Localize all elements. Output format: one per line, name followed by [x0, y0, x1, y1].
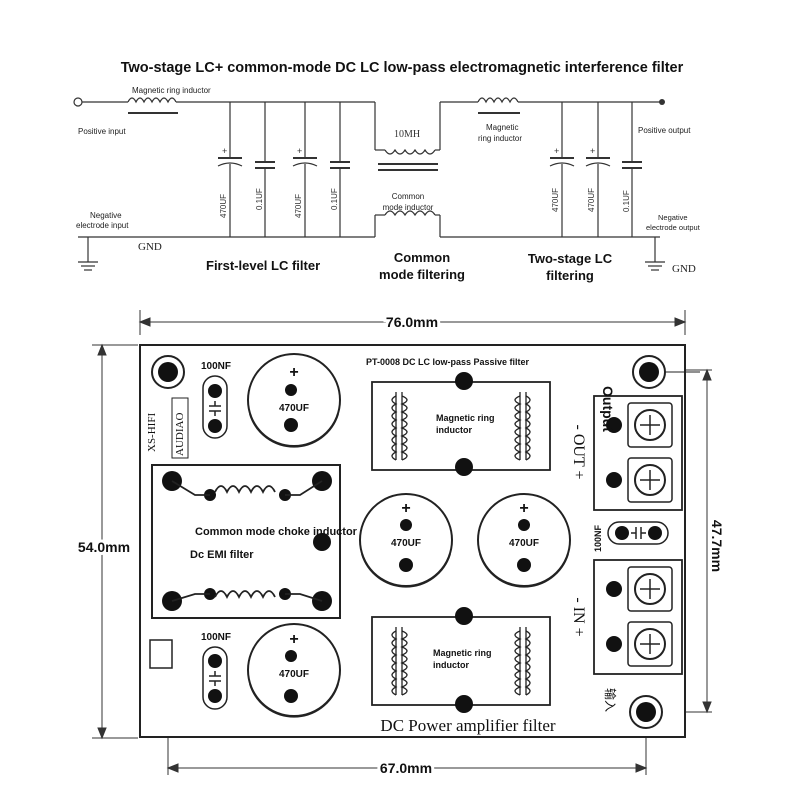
cap-100nf-label-right: 100NF [593, 524, 603, 552]
input-terminal-screws [606, 566, 673, 667]
model-label: PT-0008 DC LC low-pass Passive filter [366, 357, 530, 367]
first-level-filter-label: First-level LC filter [206, 258, 320, 273]
electrolytic-cap-top-left [247, 353, 341, 448]
schematic [78, 97, 665, 271]
common-mode-label-2: mode filtering [379, 267, 465, 282]
positive-input-terminal [73, 97, 83, 107]
electrolytic-cap-center-right [477, 493, 571, 588]
in-label: - IN + [570, 597, 587, 636]
plus-sign-cap-tl: + [289, 364, 298, 381]
gnd-label-left: GND [138, 241, 162, 253]
svg-text:470UF: 470UF [219, 194, 228, 218]
svg-text:+: + [554, 146, 559, 156]
svg-text:0.1UF: 0.1UF [255, 188, 264, 210]
square-pad [149, 639, 173, 669]
brand-label-2: AUDIAO [174, 413, 186, 456]
electrolytic-cap-center-left [359, 493, 453, 588]
bottom-dimension: 67.0mm [380, 760, 432, 776]
cap-100nf-label-top: 100NF [201, 361, 231, 372]
cap-470uf-label-cl: 470UF [391, 538, 421, 549]
brand-label-1: XS-HIFI [146, 413, 158, 452]
ring-inductor-bottom [371, 607, 551, 713]
ring-inductor-label-right-1: Magnetic [486, 123, 518, 132]
ring-inductor-label-left: Magnetic ring inductor [132, 86, 211, 95]
plus-sign-cap-bl: + [289, 631, 298, 648]
positive-input-label: Positive input [78, 127, 126, 136]
svg-text:0.1UF: 0.1UF [330, 188, 339, 210]
choke-label: Common mode choke inductor [195, 526, 358, 538]
svg-text:+: + [590, 146, 595, 156]
plus-sign-cap-cl: + [401, 500, 410, 517]
ring-inductor-label-right-2: ring inductor [478, 134, 522, 143]
svg-text:+: + [222, 146, 227, 156]
negative-input-label-2: electrode input [76, 221, 129, 230]
choke-pins [162, 471, 332, 611]
schematic-polarity-marks: + + + + [222, 146, 595, 156]
width-dimension: 76.0mm [386, 314, 438, 330]
choke-value-label: 10MH [394, 129, 420, 140]
electrolytic-cap-bottom-left [247, 623, 341, 718]
svg-text:0.1UF: 0.1UF [622, 190, 631, 212]
ring-inductor-top-label-1: Magnetic ring [436, 413, 495, 423]
ring-inductor-bottom-label-1: Magnetic ring [433, 648, 492, 658]
schematic-cap-values: 470UF 0.1UF 470UF 0.1UF 470UF 470UF 0.1U… [219, 188, 631, 218]
output-terminal-screws [606, 402, 673, 503]
negative-output-label-1: Negative [658, 213, 688, 222]
ring-inductor-top-label-2: inductor [436, 425, 472, 435]
cap-470uf-label-tl: 470UF [279, 403, 309, 414]
ring-inductor-bottom-label-2: inductor [433, 660, 469, 670]
two-stage-label-2: filtering [546, 268, 594, 283]
gnd-label-right: GND [672, 263, 696, 275]
cm-inductor-label-2: mode inductor [383, 203, 434, 212]
emi-filter-label: Dc EMI filter [190, 549, 254, 561]
negative-input-label-1: Negative [90, 211, 122, 220]
out-label: - OUT + [570, 425, 587, 480]
board-footer-label: DC Power amplifier filter [380, 716, 555, 735]
input-chinese-label: 输入 [603, 688, 618, 712]
diagram-title: Two-stage LC+ common-mode DC LC low-pass… [121, 60, 684, 76]
cap-100nf-label-bottom: 100NF [201, 632, 231, 643]
plus-sign-cap-cr: + [519, 500, 528, 517]
two-stage-label-1: Two-stage LC [528, 251, 613, 266]
inner-height-dimension: 47.7mm [709, 520, 725, 572]
mounting-holes [151, 355, 666, 729]
svg-text:470UF: 470UF [294, 194, 303, 218]
cap-470uf-label-bl: 470UF [279, 669, 309, 680]
common-mode-label-1: Common [394, 250, 450, 265]
cm-inductor-label-1: Common [392, 192, 424, 201]
svg-text:+: + [297, 146, 302, 156]
ring-inductor-top [371, 372, 551, 476]
cap-470uf-label-cr: 470UF [509, 538, 539, 549]
positive-output-label: Positive output [638, 126, 691, 135]
negative-output-label-2: electrode output [646, 223, 701, 232]
height-dimension: 54.0mm [78, 539, 130, 555]
output-label: Output [600, 386, 616, 432]
positive-output-terminal [659, 99, 665, 105]
svg-text:470UF: 470UF [587, 188, 596, 212]
svg-text:470UF: 470UF [551, 188, 560, 212]
